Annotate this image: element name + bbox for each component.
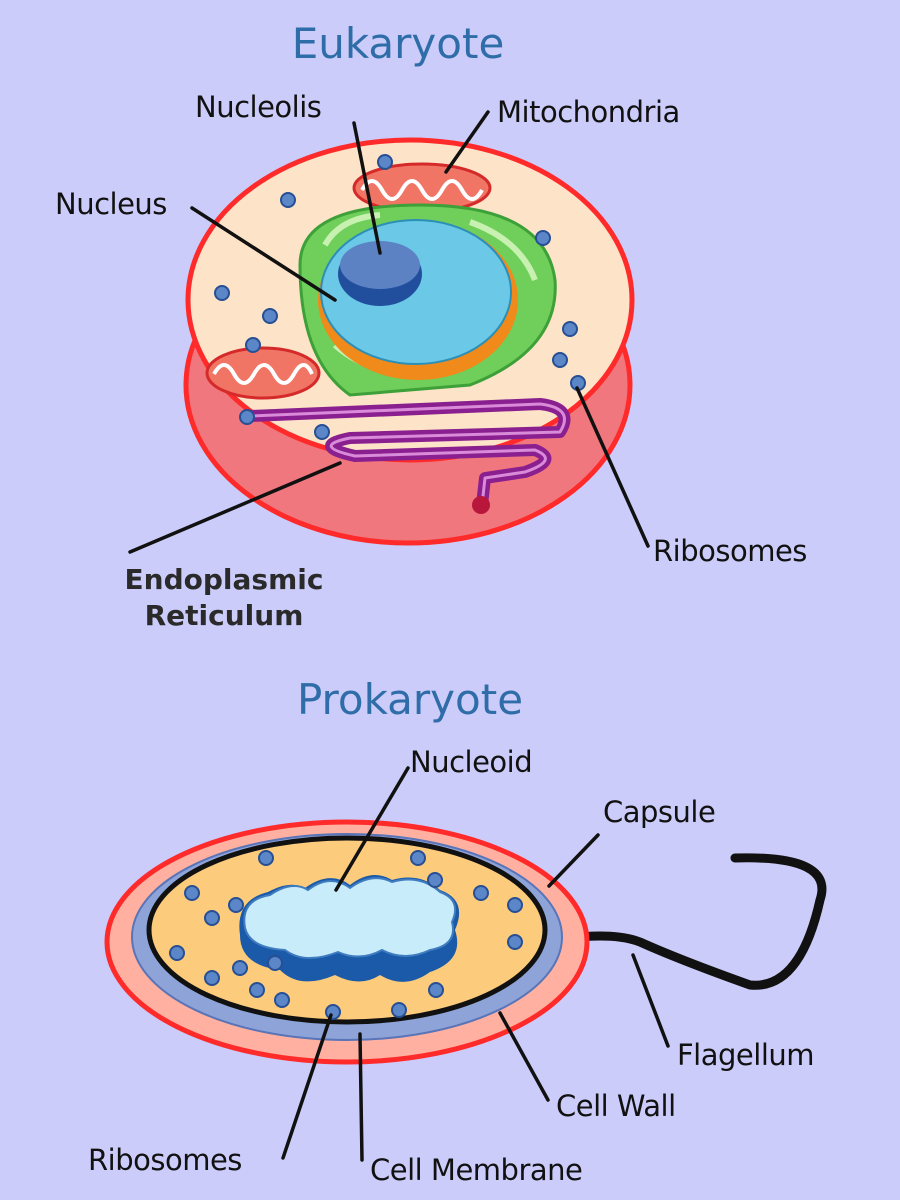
label-flagellum: Flagellum xyxy=(677,1038,814,1072)
nucleoid xyxy=(239,875,460,982)
eukaryote-section: Eukaryote xyxy=(55,19,807,632)
eukaryote-ribosomes xyxy=(214,154,586,440)
label-endoplasmic: Endoplasmic xyxy=(125,563,324,596)
label-nucleoid: Nucleoid xyxy=(410,745,532,779)
smooth-er-purple xyxy=(244,398,571,514)
prokaryote-ribosomes xyxy=(169,850,523,1020)
label-capsule: Capsule xyxy=(603,795,715,829)
prokaryote-section: Prokaryote xyxy=(88,675,827,1187)
label-cell-wall: Cell Wall xyxy=(556,1089,676,1123)
prokaryote-leader-lines xyxy=(281,766,670,1162)
nucleus xyxy=(318,219,518,380)
label-eukaryote-ribosomes: Ribosomes xyxy=(653,534,807,568)
label-prokaryote-ribosomes: Ribosomes xyxy=(88,1143,242,1177)
eukaryote-leader-lines xyxy=(128,110,650,554)
prokaryote-title: Prokaryote xyxy=(297,675,523,724)
label-cell-membrane: Cell Membrane xyxy=(370,1153,582,1187)
label-mitochondria: Mitochondria xyxy=(497,95,680,129)
mitochondrion-left xyxy=(205,346,321,400)
label-nucleolis: Nucleolis xyxy=(195,90,321,124)
eukaryote-title: Eukaryote xyxy=(292,19,505,68)
label-nucleus: Nucleus xyxy=(55,187,167,221)
nucleolus xyxy=(338,241,422,306)
flagellum xyxy=(535,853,827,990)
label-reticulum: Reticulum xyxy=(145,599,304,632)
